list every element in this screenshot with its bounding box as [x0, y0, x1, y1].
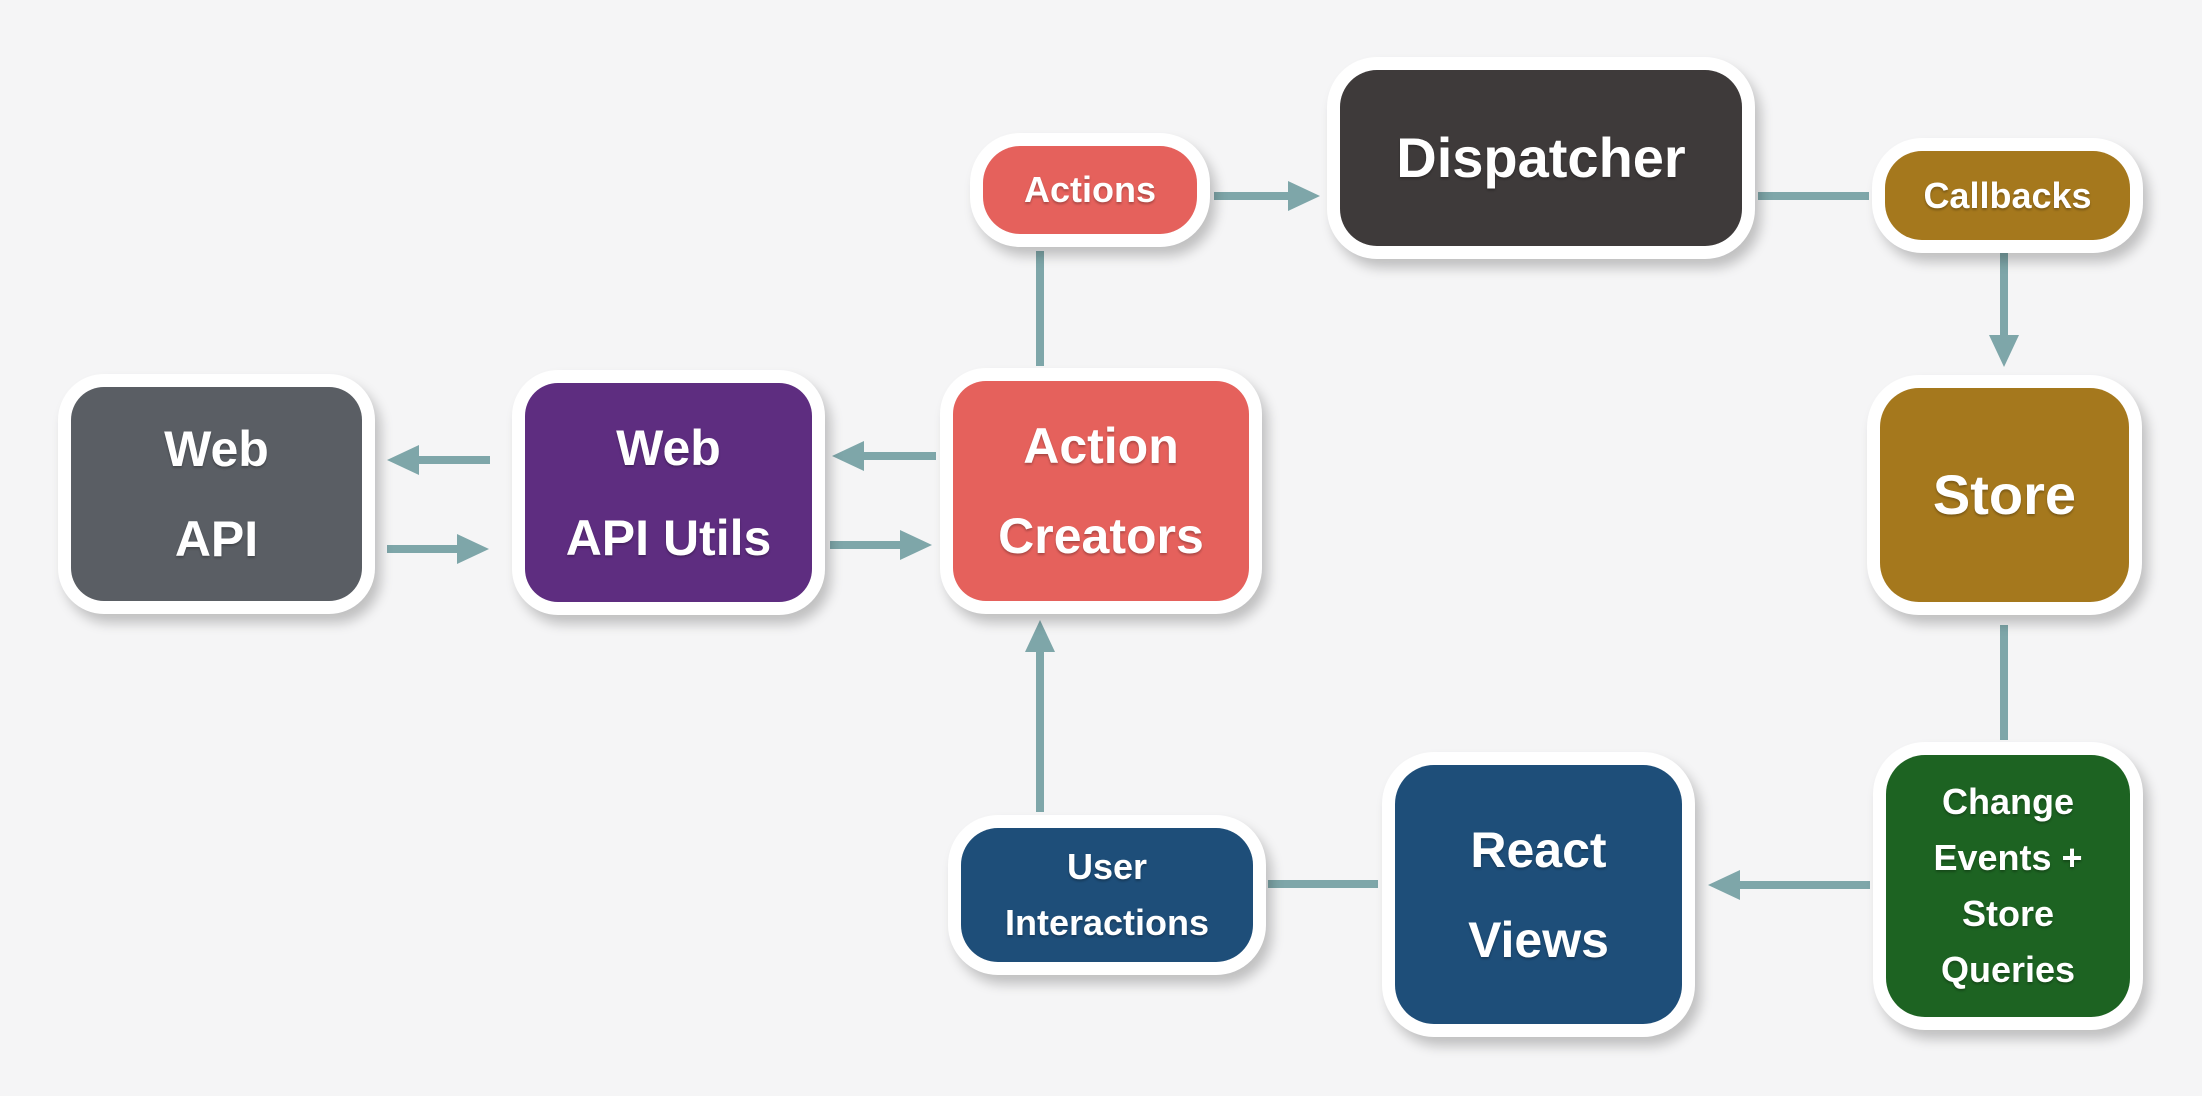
node-label-web-api: Web API: [164, 421, 269, 567]
node-label-react-views: React Views: [1468, 821, 1609, 968]
arrowhead: [457, 534, 489, 564]
node-change-events-store-queries: Change Events + Store Queries: [1873, 742, 2143, 1030]
node-label-actions: Actions: [1023, 169, 1156, 211]
node-label-dispatcher: Dispatcher: [1396, 126, 1686, 190]
node-store: Store: [1867, 375, 2142, 615]
node-react-views: React Views: [1382, 752, 1695, 1037]
arrowhead: [1025, 620, 1055, 652]
node-label-store: Store: [1932, 463, 2077, 527]
node-dispatcher: Dispatcher: [1327, 57, 1755, 259]
node-label-web-api-utils: Web API Utils: [565, 419, 772, 566]
node-label-change-events-store-queries: Change Events + Store Queries: [1933, 781, 2083, 990]
node-actions: Actions: [970, 133, 1210, 247]
arrowhead: [1708, 870, 1740, 900]
node-label-action-creators: Action Creators: [998, 418, 1204, 564]
node-web-api: Web API: [58, 374, 375, 614]
arrowhead: [1288, 181, 1320, 211]
node-user-interactions: User Interactions: [948, 815, 1266, 975]
node-action-creators: Action Creators: [940, 368, 1262, 614]
node-label-callbacks: Callbacks: [1923, 174, 2092, 216]
node-web-api-utils: Web API Utils: [512, 370, 825, 615]
arrowhead: [900, 530, 932, 560]
node-callbacks: Callbacks: [1872, 138, 2143, 253]
arrowhead: [832, 441, 864, 471]
node-label-user-interactions: User Interactions: [1004, 846, 1210, 943]
arrowhead: [387, 445, 419, 475]
arrowhead: [1989, 335, 2019, 367]
